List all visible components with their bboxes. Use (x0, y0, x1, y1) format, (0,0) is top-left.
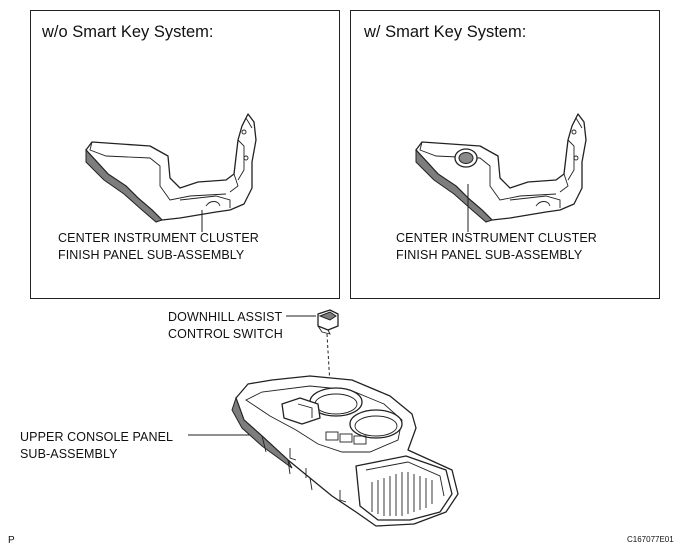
downhill-switch-label-line1: DOWNHILL ASSIST (168, 310, 283, 324)
panel-title: w/o Smart Key System: (42, 23, 214, 41)
panel-title: w/ Smart Key System: (364, 23, 527, 41)
downhill-assist-switch (317, 309, 339, 335)
finish-panel-label-line2: FINISH PANEL SUB-ASSEMBLY (58, 248, 245, 262)
figure-code: C167077E01 (627, 535, 674, 544)
finish-panel-illustration (415, 113, 587, 232)
upper-console-label-line1: UPPER CONSOLE PANEL (20, 430, 174, 444)
upper-console-panel (231, 375, 459, 527)
finish-panel-label-line1: CENTER INSTRUMENT CLUSTER (396, 231, 597, 245)
page-marker: P (8, 535, 15, 546)
finish-panel-label-line1: CENTER INSTRUMENT CLUSTER (58, 231, 259, 245)
finish-panel-label-line2: FINISH PANEL SUB-ASSEMBLY (396, 248, 583, 262)
panel-without-smart-key: w/o Smart Key System: CENTER INSTRUMENT … (30, 10, 340, 299)
finish-panel-illustration (85, 113, 257, 232)
downhill-switch-label-line2: CONTROL SWITCH (168, 327, 283, 341)
upper-console-label-line2: SUB-ASSEMBLY (20, 447, 118, 461)
panel-with-smart-key: w/ Smart Key System: CENTER INSTRUMENT C… (350, 10, 660, 299)
